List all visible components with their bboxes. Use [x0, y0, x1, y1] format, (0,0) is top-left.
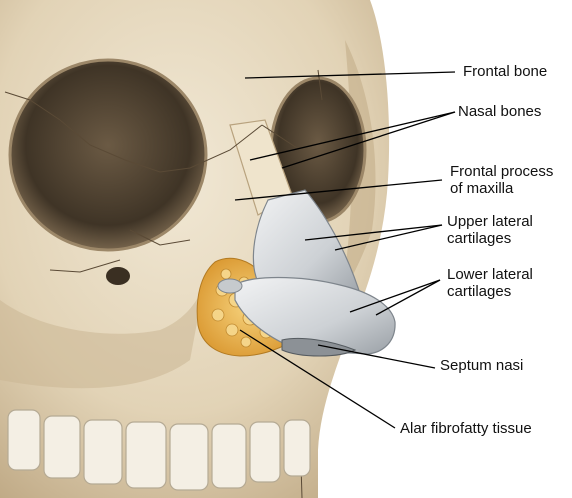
infraorbital-foramen [106, 267, 130, 285]
label-frontal-process-line2: of maxilla [450, 180, 513, 197]
label-lower-lateral-line2: cartilages [447, 283, 511, 300]
label-upper-lateral-line2: cartilages [447, 230, 511, 247]
leader-lower-lateral-b [376, 280, 440, 315]
label-frontal-process-line1: Frontal process [450, 163, 553, 180]
label-upper-lateral-line1: Upper lateral [447, 213, 533, 230]
label-frontal-bone: Frontal bone [463, 63, 547, 80]
label-septum-nasi: Septum nasi [440, 357, 523, 374]
label-nasal-bones: Nasal bones [458, 103, 541, 120]
left-orbit [10, 60, 206, 250]
label-alar-fibrofatty-tissue: Alar fibrofatty tissue [400, 420, 532, 437]
teeth [8, 410, 310, 490]
label-lower-lateral-line1: Lower lateral [447, 266, 533, 283]
